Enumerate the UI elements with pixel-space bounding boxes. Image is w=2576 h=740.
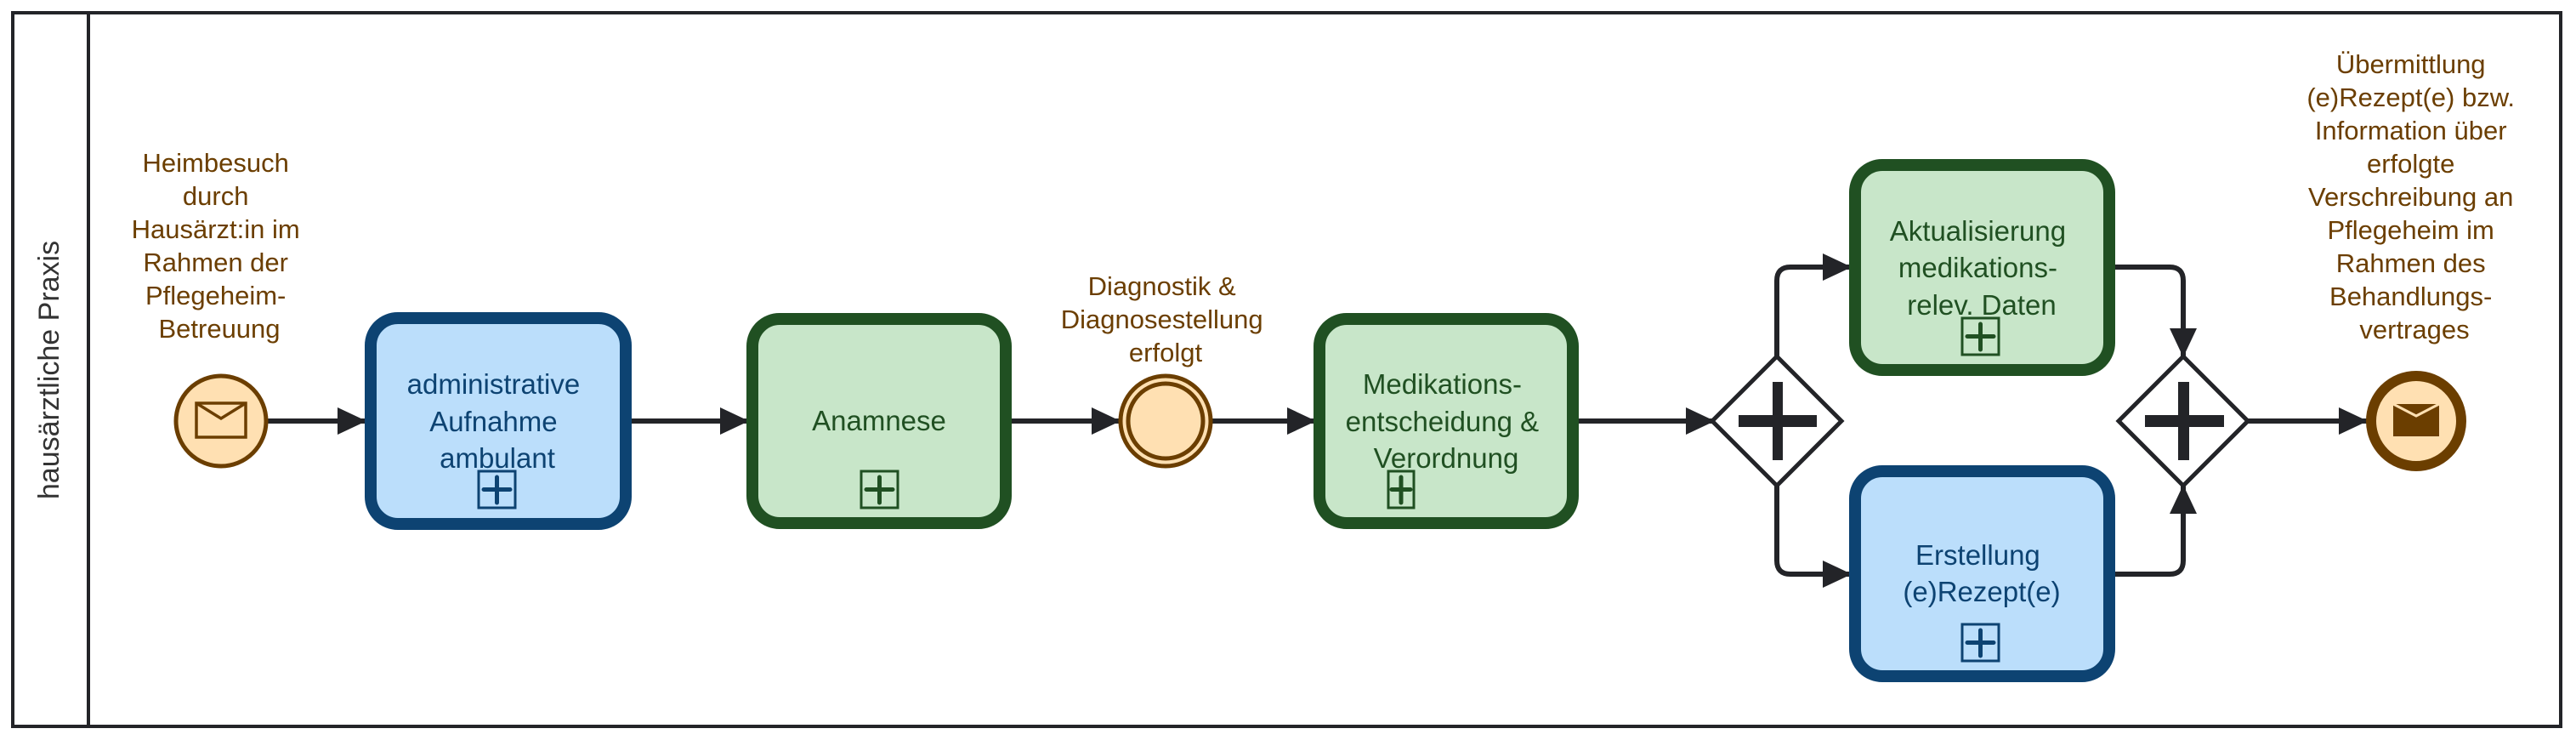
label-line: Diagnosestellung <box>1061 305 1263 334</box>
start-event-label: Heimbesuch durch Hausärzt:in im Rahmen d… <box>132 148 308 344</box>
start-event[interactable] <box>173 373 269 469</box>
plus-icon <box>1739 382 1817 460</box>
envelope-filled-icon <box>2392 402 2440 436</box>
task-label-line: Anamnese <box>812 405 946 436</box>
label-line: Diagnostik & <box>1088 271 1236 301</box>
task-label-line: ambulant <box>440 442 555 474</box>
label-line: Verschreibung an <box>2308 182 2513 212</box>
flow-split-to-erstellung[interactable] <box>1774 482 1853 588</box>
label-line: Betreuung <box>158 314 280 344</box>
parallel-gateway-split[interactable] <box>1709 353 1845 489</box>
task-label: administrative Aufnahme ambulant <box>407 368 588 474</box>
task-erstellung-rezept[interactable]: Erstellung (e)Rezept(e) <box>1849 465 2115 682</box>
label-line: vertrages <box>2359 315 2469 344</box>
task-administrative-aufnahme[interactable]: administrative Aufnahme ambulant <box>365 312 632 530</box>
label-line: Information über <box>2315 116 2507 145</box>
label-line: Heimbesuch <box>143 148 289 178</box>
task-label: Aktualisierung medikations- relev. Daten <box>1890 215 2074 321</box>
plus-icon <box>2145 382 2224 460</box>
task-label-line: relev. Daten <box>1907 289 2056 321</box>
subprocess-plus-icon[interactable] <box>1387 470 1416 509</box>
task-label-line: Aktualisierung <box>1890 215 2066 247</box>
label-line: Pflegeheim im <box>2327 215 2494 245</box>
lane-label[interactable]: hausärztliche Praxis <box>33 241 65 499</box>
flow-aktualisierung-to-join[interactable] <box>2113 265 2197 359</box>
subprocess-plus-icon[interactable] <box>1960 623 2000 663</box>
task-anamnese[interactable]: Anamnese <box>746 313 1012 529</box>
flow-erstellung-to-join[interactable] <box>2113 483 2197 577</box>
task-label-line: entscheidung & <box>1346 406 1540 437</box>
label-line: durch <box>183 181 249 211</box>
task-label-line: Erstellung <box>1915 539 2040 571</box>
task-label-line: Aufnahme <box>429 406 557 437</box>
task-label: Anamnese <box>812 405 946 436</box>
task-label: Erstellung (e)Rezept(e) <box>1903 539 2060 607</box>
label-line: Hausärzt:in im <box>132 214 300 244</box>
label-line: (e)Rezept(e) bzw. <box>2306 83 2515 112</box>
task-label-line: medikations- <box>1898 252 2057 283</box>
end-event[interactable] <box>2366 371 2466 471</box>
task-aktualisierung[interactable]: Aktualisierung medikations- relev. Daten <box>1849 159 2115 376</box>
task-medikationsentscheidung[interactable]: Medikations- entscheidung & Verordnung <box>1314 313 1579 529</box>
task-label-line: Verordnung <box>1374 442 1519 474</box>
task-label-line: (e)Rezept(e) <box>1903 576 2060 607</box>
task-label-line: Medikations- <box>1363 368 1522 400</box>
sequence-flows <box>266 253 2369 588</box>
intermediate-event[interactable] <box>1118 373 1213 469</box>
label-line: Rahmen der <box>143 248 288 277</box>
label-line: erfolgte <box>2367 149 2454 179</box>
label-line: erfolgt <box>1129 338 1203 367</box>
flow-split-to-aktualisierung[interactable] <box>1774 253 1853 359</box>
subprocess-plus-icon[interactable] <box>860 470 899 509</box>
intermediate-event-label: Diagnostik & Diagnosestellung erfolgt <box>1061 271 1270 367</box>
label-line: Pflegeheim- <box>145 281 286 310</box>
subprocess-plus-icon[interactable] <box>477 470 517 509</box>
task-label: Medikations- entscheidung & Verordnung <box>1346 368 1547 474</box>
label-line: Übermittlung <box>2336 49 2486 79</box>
label-line: Rahmen des <box>2336 248 2486 278</box>
end-event-label: Übermittlung (e)Rezept(e) bzw. Informati… <box>2306 49 2522 344</box>
subprocess-plus-icon[interactable] <box>1960 316 2000 356</box>
task-label-line: administrative <box>407 368 581 400</box>
parallel-gateway-join[interactable] <box>2115 353 2251 489</box>
envelope-icon <box>195 401 247 439</box>
label-line: Behandlungs- <box>2329 282 2492 311</box>
